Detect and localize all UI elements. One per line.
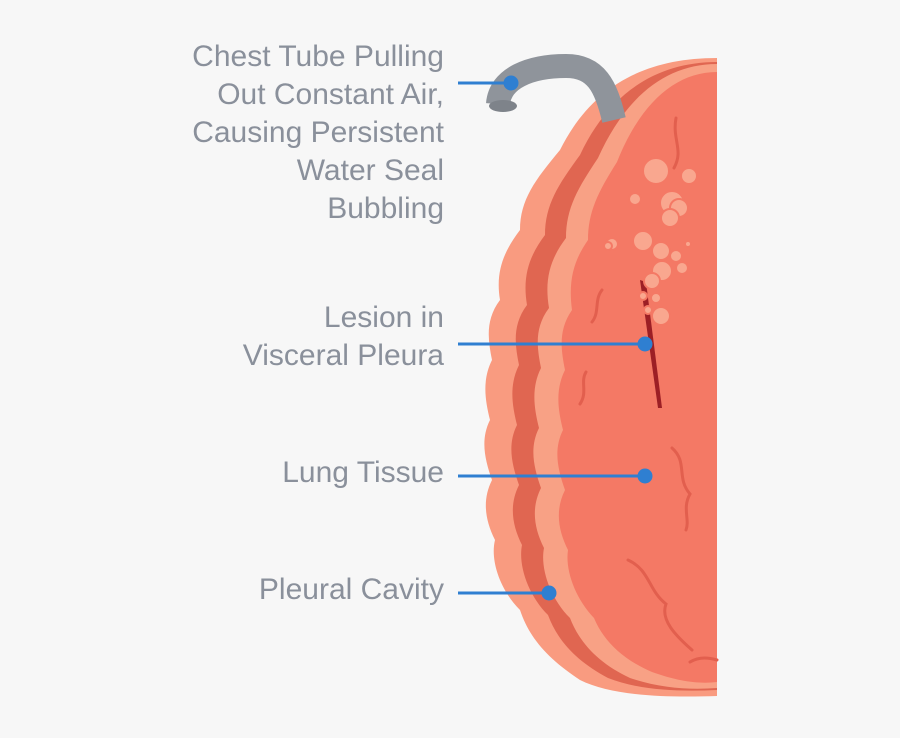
leader-dot-pleural-cavity [541,585,557,601]
label-line: Lung Tissue [282,456,444,489]
leader-dot-chest-tube [503,75,519,91]
label-line: Pleural Cavity [258,573,444,606]
leader-dot-lesion [637,336,653,352]
leader-dots [503,75,653,601]
label-line: Visceral Pleura [242,339,444,372]
label-line: Water Seal [296,154,444,187]
leader-dot-lung-tissue [637,468,653,484]
label-line: Causing Persistent [192,116,444,149]
air-bubbles [603,157,698,326]
label-pleural-cavity: Pleural Cavity [259,571,444,609]
label-lesion: Lesion in Visceral Pleura [243,299,444,375]
label-chest-tube: Chest Tube Pulling Out Constant Air, Cau… [192,38,444,228]
label-line: Lesion in [323,301,444,334]
label-line: Bubbling [327,192,444,225]
leader-lines [458,81,645,595]
tissue-creases [578,116,719,664]
label-line: Out Constant Air, [217,78,444,111]
label-line: Chest Tube Pulling [192,40,444,73]
label-lung-tissue: Lung Tissue [282,454,444,492]
tube-opening [489,100,517,112]
